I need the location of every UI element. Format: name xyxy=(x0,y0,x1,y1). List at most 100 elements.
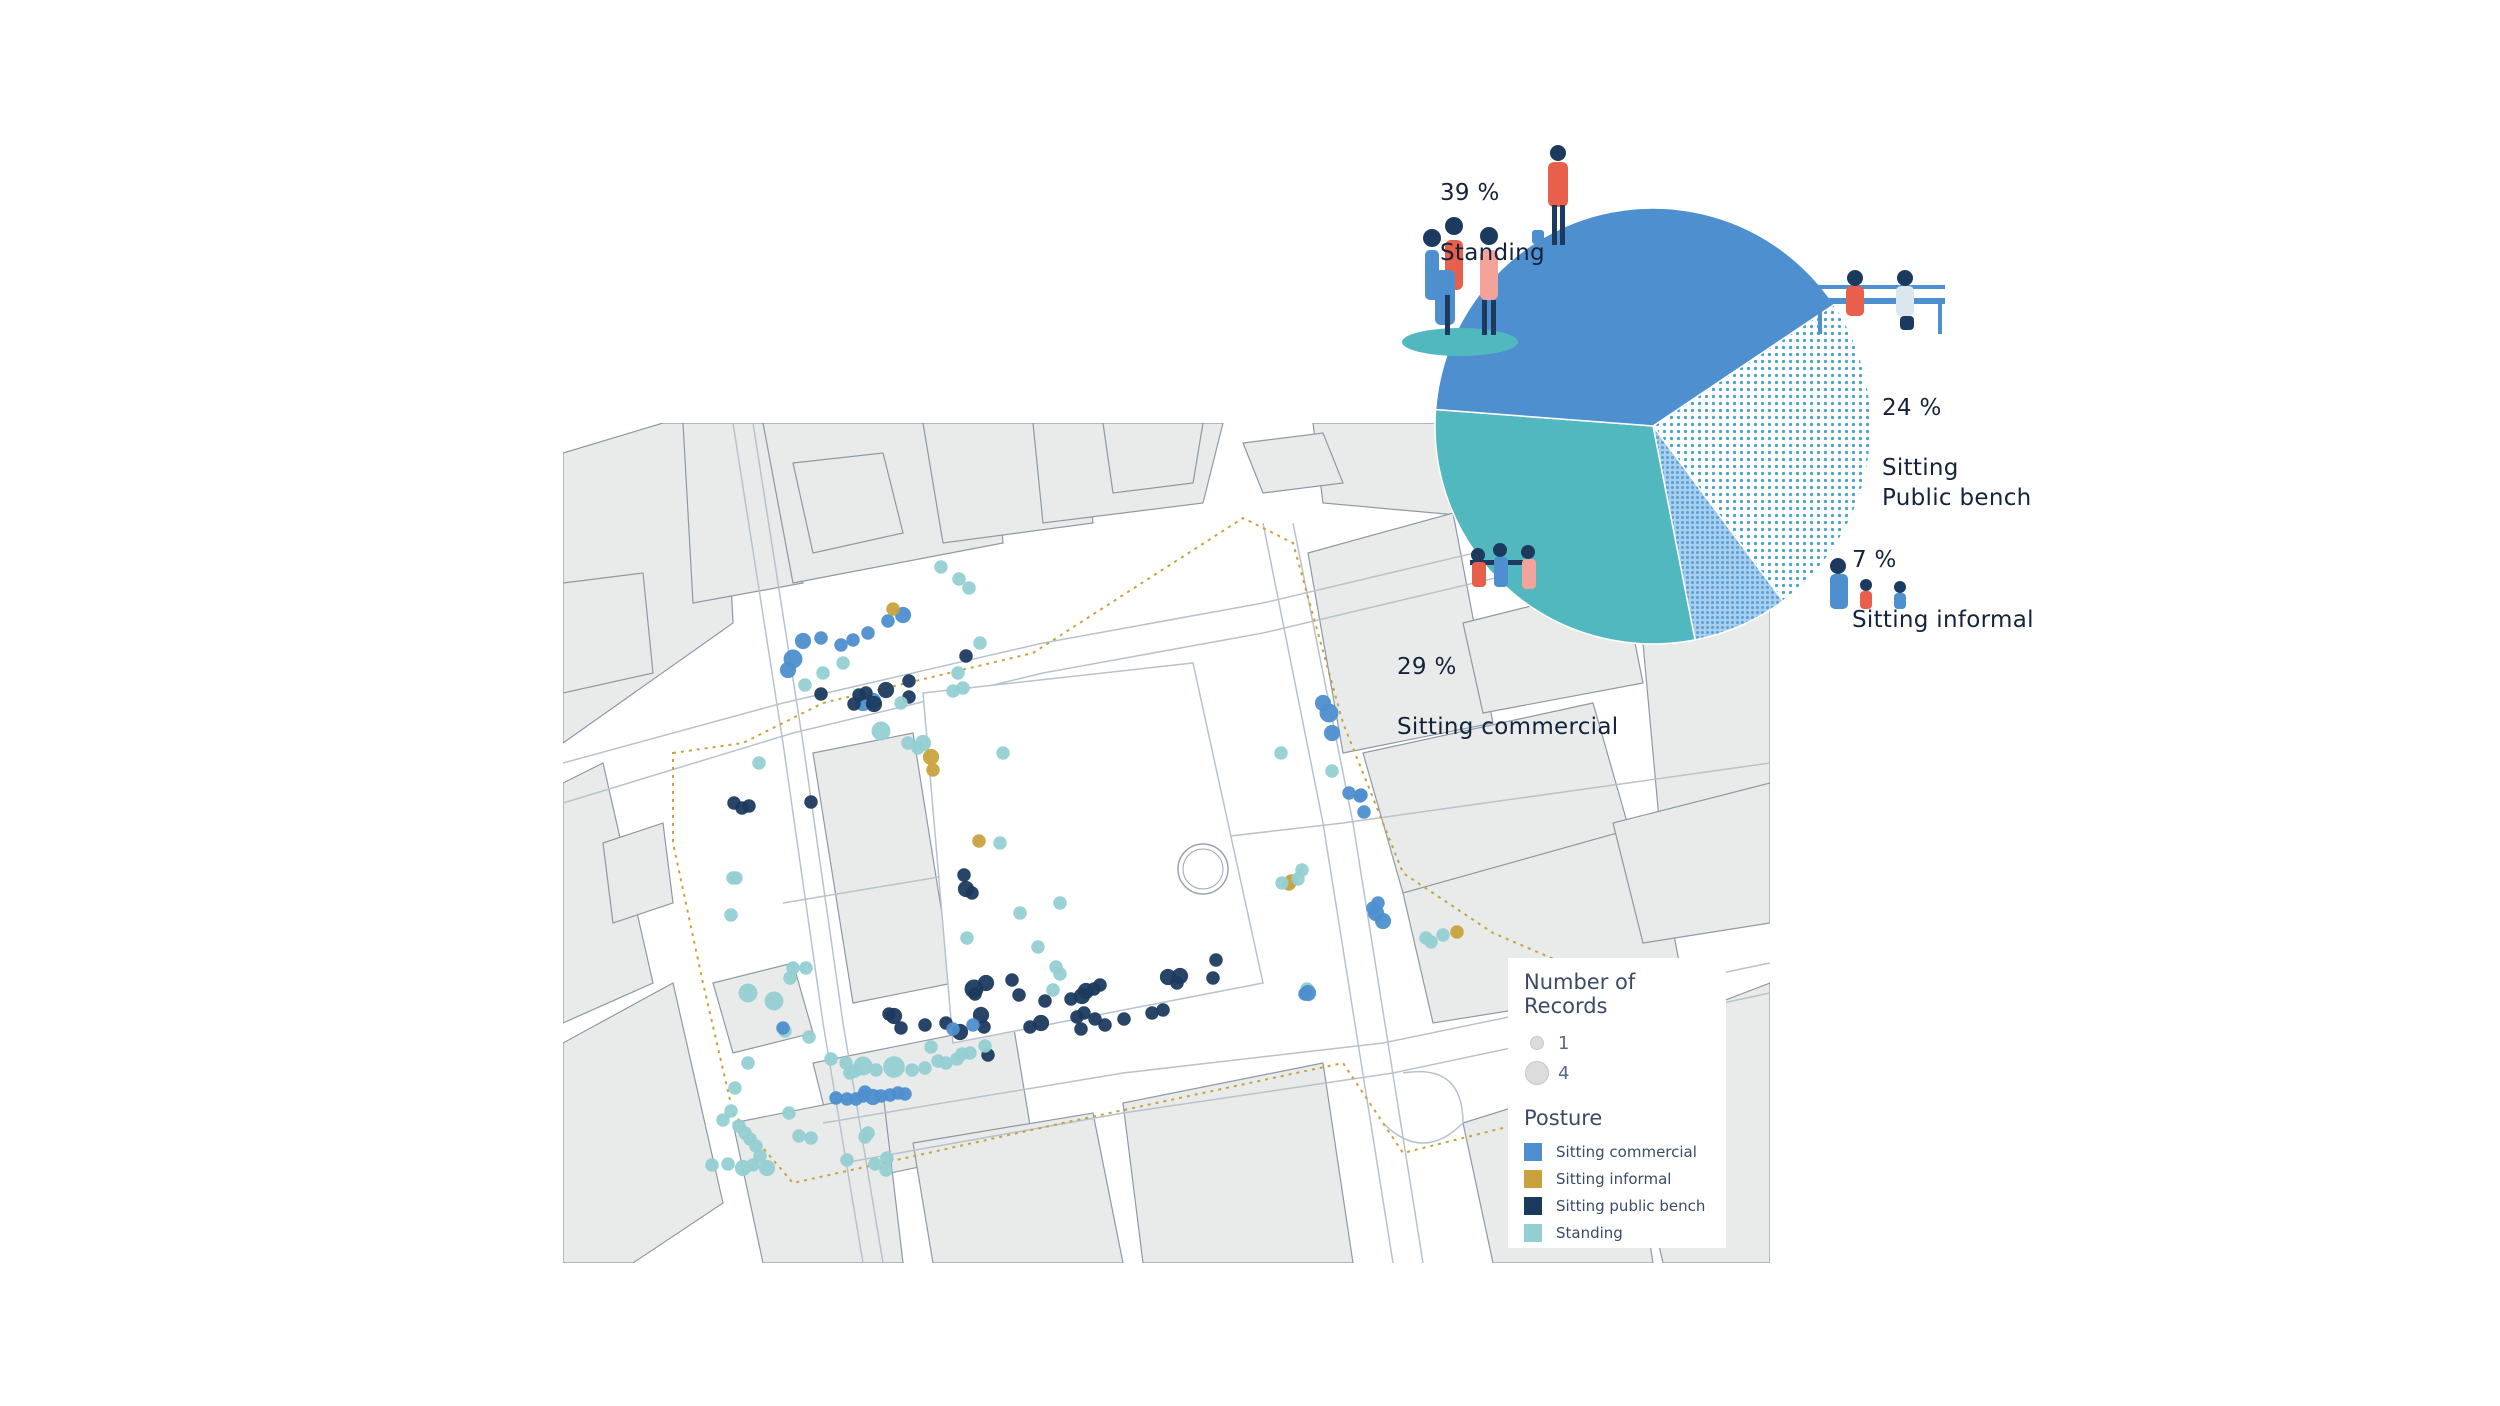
record-point xyxy=(972,1006,990,1024)
record-point xyxy=(764,991,784,1011)
label-informal-name: Sitting informal xyxy=(1852,607,2034,633)
record-point xyxy=(1156,1003,1170,1017)
legend-cat-informal-label: Sitting informal xyxy=(1556,1169,1672,1188)
record-point xyxy=(1295,863,1309,877)
record-point xyxy=(1275,876,1289,890)
record-point xyxy=(918,1061,932,1075)
legend-size-row-1: 1 xyxy=(1524,1028,1710,1058)
record-point xyxy=(868,1157,882,1171)
record-point xyxy=(1093,978,1107,992)
record-point xyxy=(973,636,987,650)
label-commercial-pct: 29 % xyxy=(1397,654,1457,680)
label-standing: 39 % Standing xyxy=(1440,148,1545,268)
record-point xyxy=(726,871,740,885)
record-point xyxy=(1436,928,1450,942)
record-point xyxy=(798,678,812,692)
legend-cat-bench: Sitting public bench xyxy=(1524,1192,1710,1219)
record-point xyxy=(1206,971,1220,985)
record-point xyxy=(1354,788,1368,802)
record-point xyxy=(1357,805,1371,819)
standing-person-icon xyxy=(1532,145,1568,245)
record-point xyxy=(782,1106,796,1120)
record-point xyxy=(799,961,813,975)
record-point xyxy=(978,1039,992,1053)
record-point xyxy=(879,1163,893,1177)
record-point xyxy=(779,661,797,679)
record-point xyxy=(802,1030,816,1044)
fountain xyxy=(1177,843,1229,895)
legend-cat-bench-label: Sitting public bench xyxy=(1556,1196,1706,1215)
record-point xyxy=(880,1151,894,1165)
record-point xyxy=(853,1056,873,1076)
label-commercial: 29 % Sitting commercial xyxy=(1397,622,1618,742)
record-point xyxy=(758,1159,776,1177)
label-standing-name: Standing xyxy=(1440,240,1545,266)
record-point xyxy=(918,1018,932,1032)
record-point xyxy=(1159,968,1177,986)
record-point xyxy=(1298,987,1312,1001)
record-point xyxy=(881,614,895,628)
pie-slice-public-bench xyxy=(1651,303,1872,603)
record-point xyxy=(968,987,982,1001)
record-point xyxy=(1342,786,1356,800)
record-point xyxy=(869,1063,883,1077)
legend-cat-commercial-label: Sitting commercial xyxy=(1556,1142,1697,1161)
record-point xyxy=(939,1056,953,1070)
record-point xyxy=(728,1081,742,1095)
record-point xyxy=(776,1021,790,1035)
record-point xyxy=(1053,896,1067,910)
record-point xyxy=(1098,1018,1112,1032)
map-legend: Number of Records 1 4 Posture Sitting co… xyxy=(1508,958,1726,1248)
record-point xyxy=(741,1056,755,1070)
record-point xyxy=(1171,967,1189,985)
record-point xyxy=(957,868,971,882)
record-point xyxy=(871,721,891,741)
record-point xyxy=(1419,931,1433,945)
record-point xyxy=(946,684,960,698)
record-point xyxy=(847,697,861,711)
record-point xyxy=(804,795,818,809)
record-points xyxy=(705,560,1596,1177)
record-point xyxy=(1023,1020,1037,1034)
record-point xyxy=(834,638,848,652)
record-point xyxy=(846,633,860,647)
record-point xyxy=(1013,906,1027,920)
record-point xyxy=(1366,901,1380,915)
legend-cat-standing: Standing xyxy=(1524,1219,1710,1246)
legend-cat-commercial: Sitting commercial xyxy=(1524,1138,1710,1165)
record-point xyxy=(950,1052,964,1066)
label-public-bench: 24 % Sitting Public bench xyxy=(1882,363,2032,513)
record-point xyxy=(1074,1022,1088,1036)
record-point xyxy=(886,602,900,616)
record-point xyxy=(1374,912,1392,930)
record-point xyxy=(1038,994,1052,1008)
record-point xyxy=(882,1007,896,1021)
posture-pie-chart xyxy=(1402,145,1945,645)
record-point xyxy=(905,1063,919,1077)
record-point xyxy=(1117,1012,1131,1026)
label-public-bench-pct: 24 % xyxy=(1882,395,1942,421)
record-point xyxy=(924,1040,938,1054)
record-point xyxy=(951,666,965,680)
record-point xyxy=(786,961,800,975)
legend-cat-informal: Sitting informal xyxy=(1524,1165,1710,1192)
record-point xyxy=(894,1021,908,1035)
label-public-bench-name: Sitting Public bench xyxy=(1882,455,2032,511)
record-point xyxy=(898,1087,912,1101)
record-point xyxy=(911,741,925,755)
record-point xyxy=(960,931,974,945)
legend-size-label-4: 4 xyxy=(1558,1062,1570,1084)
record-point xyxy=(1088,1012,1102,1026)
record-point xyxy=(993,836,1007,850)
record-point xyxy=(926,763,940,777)
record-point xyxy=(861,626,875,640)
legend-size-row-4: 4 xyxy=(1524,1058,1710,1088)
record-point xyxy=(1053,967,1067,981)
record-point xyxy=(977,1020,991,1034)
record-point xyxy=(934,560,948,574)
record-point xyxy=(858,1085,872,1099)
record-point xyxy=(957,880,975,898)
record-point xyxy=(804,1131,818,1145)
record-point xyxy=(1070,1010,1084,1024)
legend-cat-standing-label: Standing xyxy=(1556,1223,1623,1242)
